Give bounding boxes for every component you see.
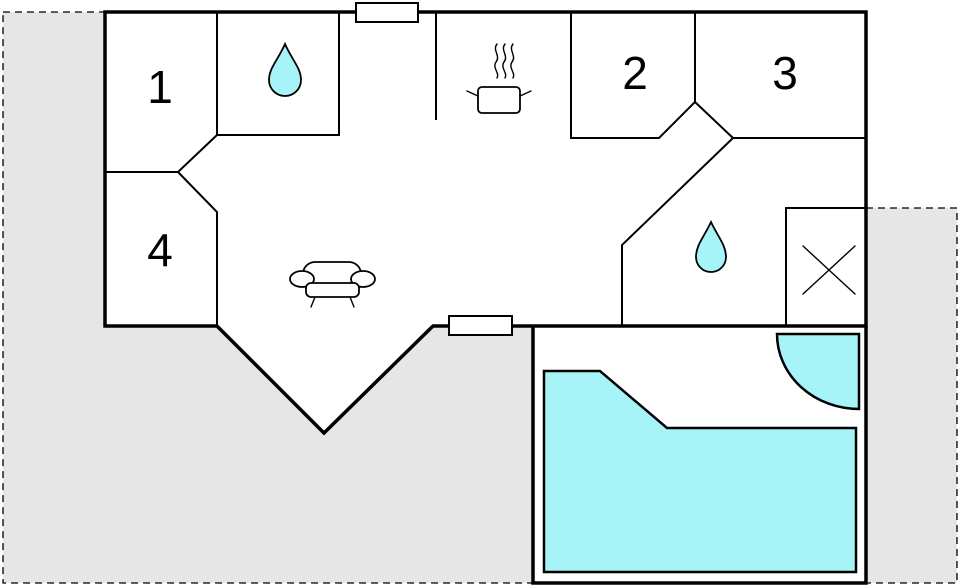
water-drop-icon bbox=[695, 219, 727, 273]
exterior-wall bbox=[103, 10, 868, 436]
cooking-pot-icon bbox=[466, 43, 532, 114]
water-drop-icon bbox=[268, 41, 302, 97]
cross-icon bbox=[802, 245, 856, 295]
room-label-4: 4 bbox=[147, 224, 173, 276]
room-label-1: 3 bbox=[772, 47, 798, 99]
room-label-3: 1 bbox=[147, 61, 173, 113]
room-label-2: 2 bbox=[622, 47, 648, 99]
interior-walls bbox=[105, 12, 866, 326]
sofa-icon bbox=[289, 261, 376, 308]
house-floor bbox=[105, 12, 866, 433]
window-bottom bbox=[448, 315, 513, 336]
pool-enclosure-wall bbox=[531, 326, 868, 585]
quarter-circle-shower-icon bbox=[775, 332, 861, 411]
window-top bbox=[355, 2, 419, 23]
terrace-right bbox=[865, 207, 958, 584]
swimming-pool bbox=[542, 369, 858, 574]
